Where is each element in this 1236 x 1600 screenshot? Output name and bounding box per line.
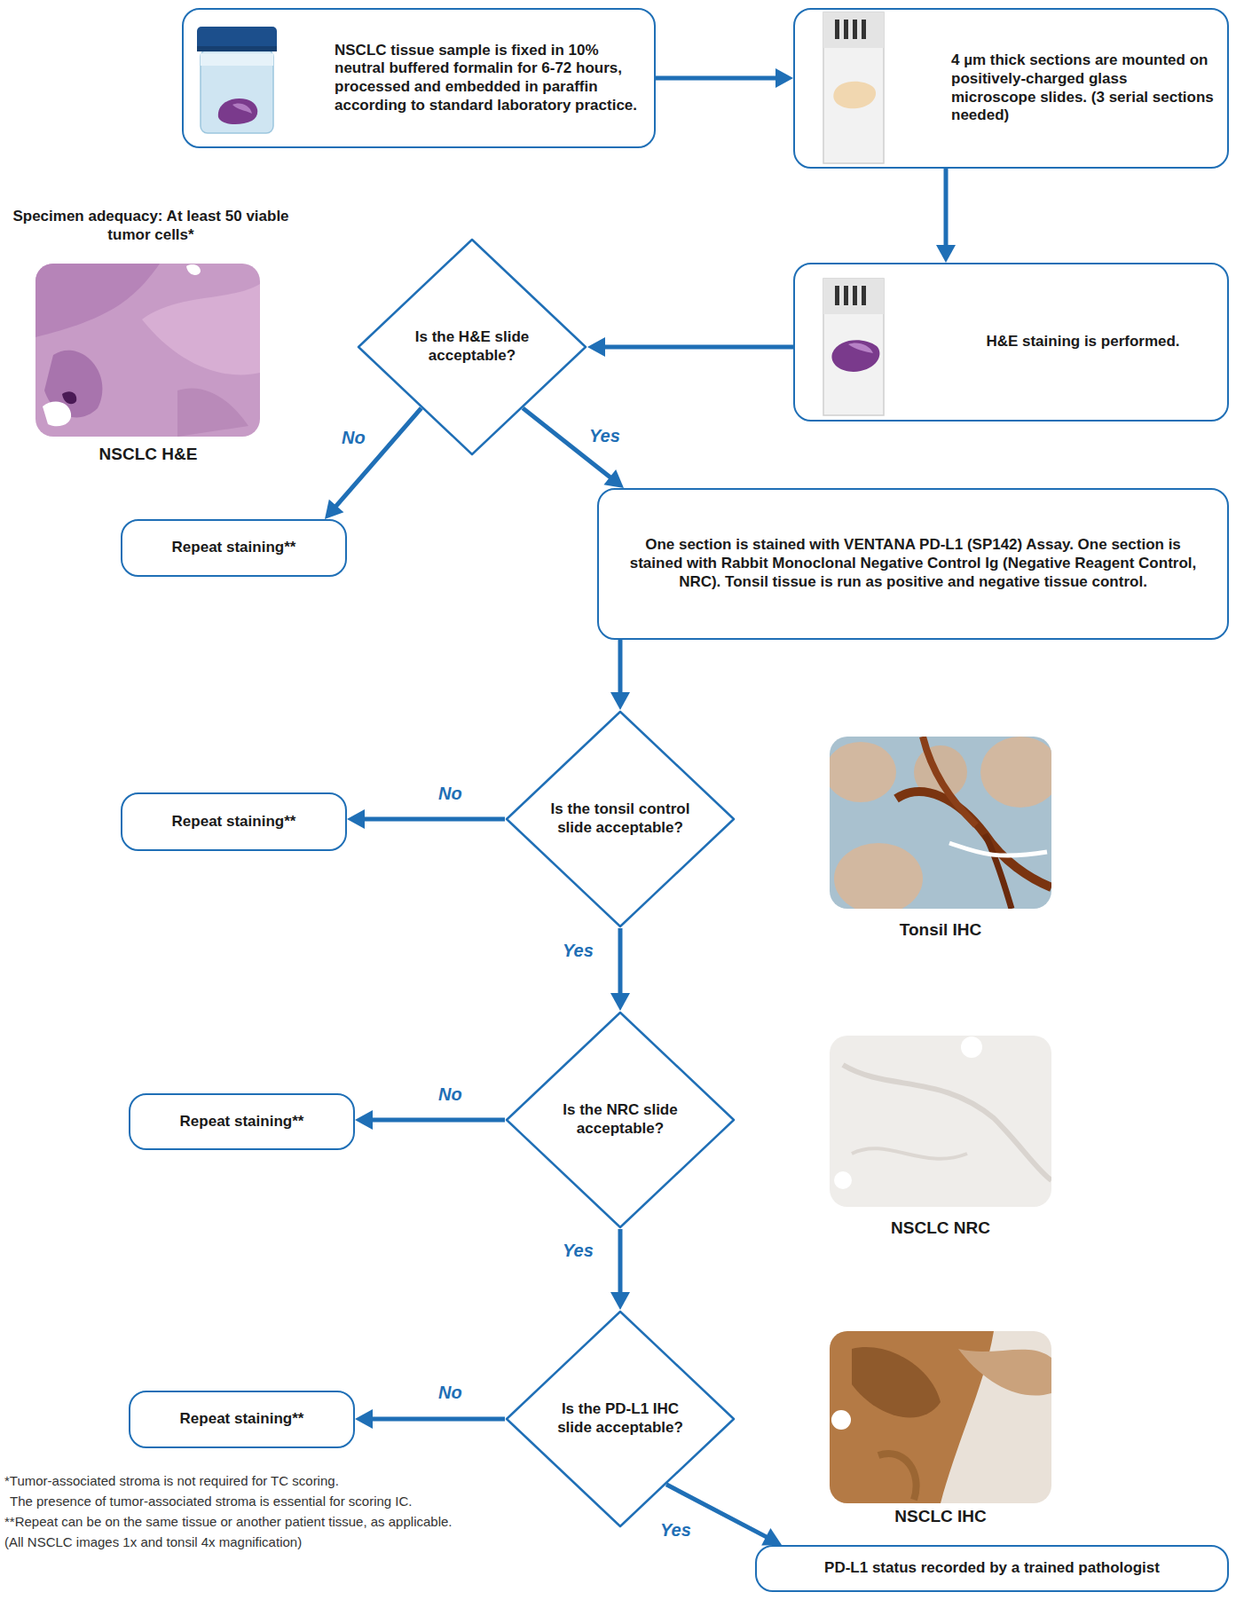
- connector-line: [618, 639, 623, 694]
- process-box: One section is stained with VENTANA PD-L…: [597, 488, 1229, 640]
- process-box: Repeat staining**: [128, 1390, 355, 1449]
- box-text: Repeat staining**: [141, 1112, 343, 1132]
- adequacy-note: Specimen adequacy: At least 50 viable tu…: [4, 207, 298, 245]
- arrowhead: [354, 1409, 373, 1429]
- tonsil-ihc-micrograph: [825, 736, 1061, 914]
- branch-label: No: [339, 427, 368, 449]
- decision-diamond: Is the PD-L1 IHC slide acceptable?: [504, 1309, 736, 1528]
- decision-diamond: Is the tonsil control slide acceptable?: [504, 709, 736, 929]
- footnote: **Repeat can be on the same tissue or an…: [4, 1513, 453, 1530]
- box-text: Repeat staining**: [133, 812, 335, 832]
- nsclc-ihc-micrograph: [829, 1330, 1052, 1504]
- branch-label: No: [436, 1084, 465, 1105]
- box-text: NSCLC tissue sample is fixed in 10% neut…: [334, 41, 638, 116]
- process-box: 4 µm thick sections are mounted on posit…: [793, 7, 1229, 169]
- image-caption: NSCLC NRC: [851, 1217, 1030, 1238]
- connector-line: [335, 408, 422, 508]
- flow-arrow: [610, 639, 630, 710]
- decision-text: Is the NRC slide acceptable?: [549, 1101, 692, 1138]
- flow-arrow: [610, 1228, 630, 1310]
- glass-slide-icon: [823, 12, 884, 164]
- connector-line: [603, 345, 794, 350]
- decision-text: Is the H&E slide acceptable?: [401, 328, 544, 365]
- flow-arrow: [936, 168, 956, 263]
- box-text: 4 µm thick sections are mounted on posit…: [951, 51, 1215, 126]
- box-text: Repeat staining**: [133, 538, 335, 558]
- branch-label: No: [436, 783, 465, 804]
- arrowhead: [587, 337, 606, 357]
- branch-label: Yes: [560, 1240, 596, 1261]
- arrowhead: [610, 692, 630, 710]
- connector-line: [370, 1417, 505, 1422]
- he-micrograph: [35, 263, 260, 437]
- connector-line: [655, 76, 778, 81]
- arrowhead: [936, 244, 956, 263]
- process-box: NSCLC tissue sample is fixed in 10% neut…: [181, 7, 656, 149]
- connector-line: [944, 168, 949, 247]
- stained-slide-icon: [823, 278, 884, 416]
- flow-arrow: [522, 408, 624, 489]
- arrowhead: [610, 1291, 630, 1310]
- connector-line: [362, 817, 505, 822]
- image-caption: NSCLC IHC: [851, 1505, 1030, 1527]
- branch-label: Yes: [658, 1519, 693, 1541]
- footnote: The presence of tumor-associated stroma …: [9, 1493, 413, 1510]
- decision-diamond: Is the H&E slide acceptable?: [356, 237, 588, 457]
- flow-arrow: [354, 1409, 505, 1429]
- connector-line: [370, 1117, 505, 1123]
- arrowhead: [354, 1110, 373, 1130]
- arrowhead: [610, 992, 630, 1011]
- decision-diamond: Is the NRC slide acceptable?: [504, 1010, 736, 1229]
- flow-arrow: [354, 1110, 505, 1130]
- flow-arrow: [346, 809, 505, 829]
- footnote: (All NSCLC images 1x and tonsil 4x magni…: [4, 1534, 302, 1551]
- process-box: Repeat staining**: [128, 1093, 355, 1150]
- flow-arrow: [610, 928, 630, 1011]
- branch-label: Yes: [587, 425, 622, 447]
- decision-text: Is the tonsil control slide acceptable?: [549, 800, 692, 837]
- branch-label: No: [436, 1382, 465, 1403]
- box-text: One section is stained with VENTANA PD-L…: [618, 535, 1208, 591]
- arrowhead: [761, 1527, 782, 1545]
- branch-label: Yes: [560, 940, 596, 961]
- process-box: H&E staining is performed.: [793, 262, 1229, 422]
- process-box: Repeat staining**: [120, 519, 347, 577]
- process-box: PD-L1 status recorded by a trained patho…: [755, 1544, 1229, 1592]
- connector-line: [618, 1228, 623, 1294]
- image-caption: Tonsil IHC: [851, 919, 1030, 940]
- arrowhead: [775, 68, 794, 88]
- box-text: Repeat staining**: [141, 1409, 343, 1429]
- connector-line: [618, 928, 623, 995]
- box-text: H&E staining is performed.: [951, 332, 1215, 352]
- process-box: Repeat staining**: [120, 792, 347, 851]
- box-text: PD-L1 status recorded by a trained patho…: [769, 1558, 1215, 1578]
- arrowhead: [603, 469, 624, 489]
- arrowhead: [346, 809, 365, 829]
- flow-arrow: [324, 408, 422, 520]
- arrowhead: [324, 499, 344, 520]
- formalin-jar-icon: [196, 26, 277, 134]
- decision-text: Is the PD-L1 IHC slide acceptable?: [549, 1400, 692, 1437]
- flow-arrow: [587, 337, 794, 357]
- nrc-micrograph: [829, 1035, 1052, 1207]
- image-caption: NSCLC H&E: [59, 443, 237, 465]
- flow-arrow: [655, 68, 794, 88]
- footnote: *Tumor-associated stroma is not required…: [4, 1472, 339, 1489]
